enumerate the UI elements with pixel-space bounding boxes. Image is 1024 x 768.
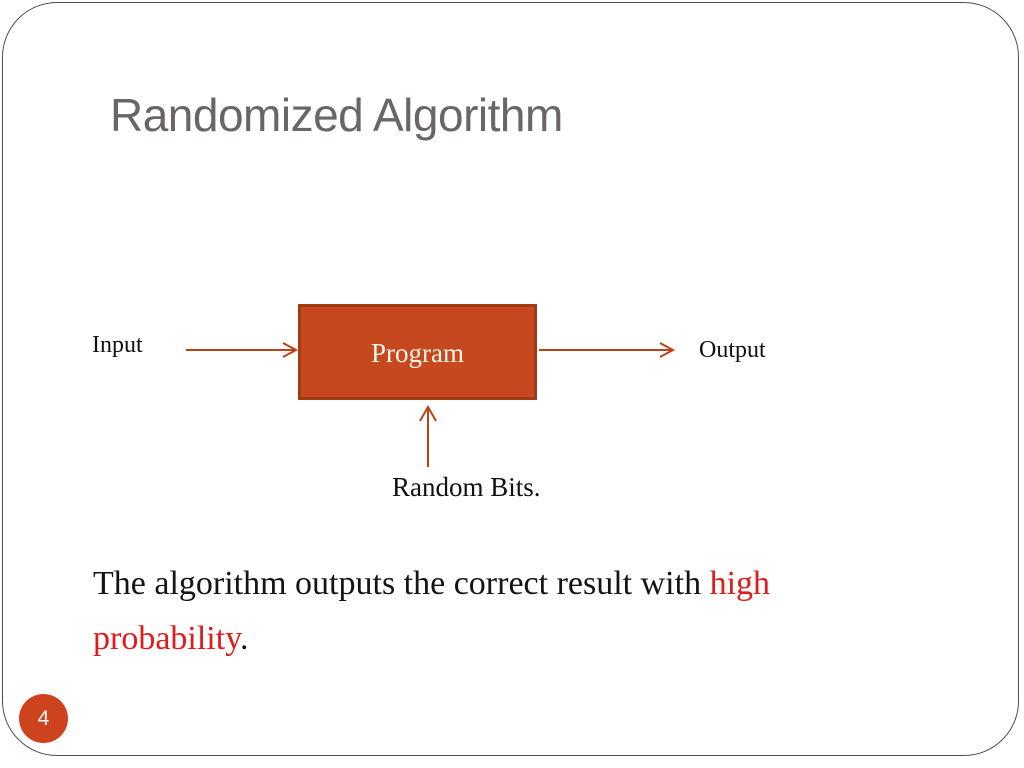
page-number: 4 — [37, 706, 50, 730]
body-sentence-highlight: high — [709, 565, 771, 602]
body-sentence-highlight2: probability — [93, 620, 240, 657]
program-box: Program — [298, 304, 537, 400]
output-label: Output — [699, 337, 766, 363]
body-sentence-lead: The algorithm outputs the correct result… — [93, 565, 710, 602]
body-sentence: The algorithm outputs the correct result… — [93, 556, 973, 666]
random-bits-label: Random Bits. — [392, 472, 541, 502]
slide-title: Randomized Algorithm — [110, 89, 563, 141]
body-sentence-period: . — [240, 620, 249, 657]
page-number-badge: 4 — [19, 694, 68, 743]
program-box-label: Program — [371, 337, 464, 368]
input-label: Input — [92, 332, 143, 358]
slide-frame-border — [2, 2, 1019, 756]
